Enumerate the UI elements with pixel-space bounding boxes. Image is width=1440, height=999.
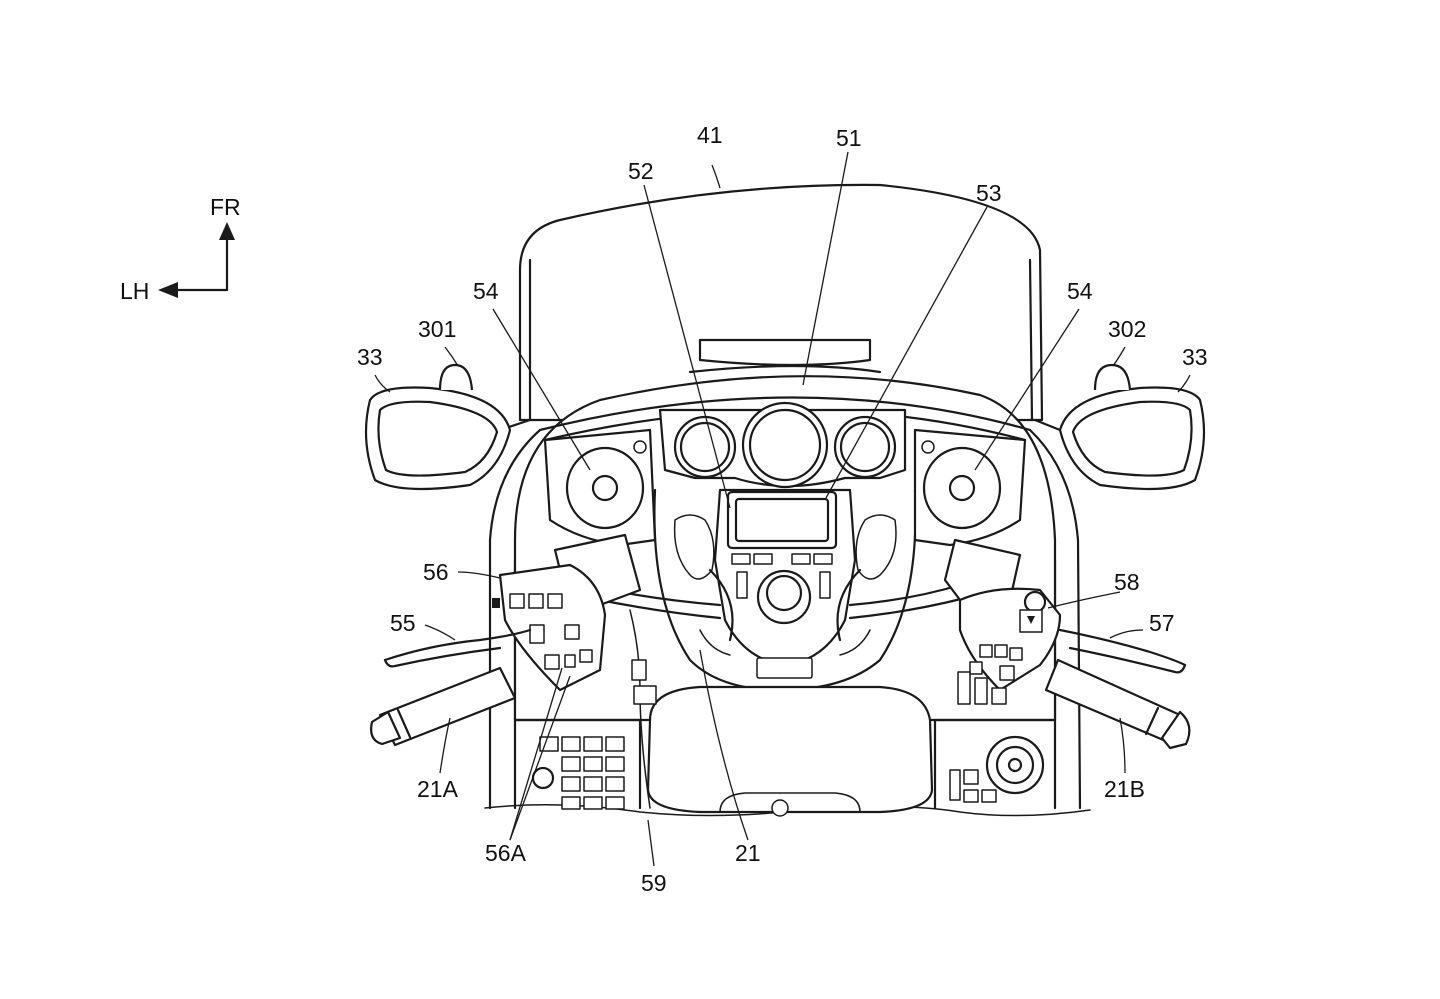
- front-label: FR: [210, 194, 241, 220]
- orientation-indicator: FR LH: [120, 194, 241, 304]
- center-pocket: [646, 685, 934, 817]
- left-lower-panel: [513, 718, 642, 810]
- left-label: LH: [120, 278, 149, 304]
- gauge-cluster: [658, 401, 907, 489]
- windscreen: [518, 183, 1044, 422]
- center-console: [713, 488, 857, 679]
- label-21B: 21B: [1104, 776, 1145, 802]
- mirror-right: [1033, 363, 1206, 491]
- left-lever: [383, 628, 532, 668]
- speaker-left: [543, 428, 657, 547]
- label-51: 51: [836, 125, 862, 151]
- label-301: 301: [418, 316, 456, 342]
- right-side-buttons: [957, 671, 1007, 705]
- label-302: 302: [1108, 316, 1146, 342]
- left-switch-box: [492, 533, 642, 692]
- label-58: 58: [1114, 569, 1140, 595]
- right-grip: [1044, 658, 1191, 750]
- label-54-right: 54: [1067, 278, 1093, 304]
- reference-labels: 41 51 52 53 54 54 301 302 33 33 56 58 55…: [357, 122, 1208, 896]
- label-53: 53: [976, 180, 1002, 206]
- handlebar: [598, 568, 967, 642]
- front-arrow-head: [219, 222, 235, 240]
- label-52: 52: [628, 158, 654, 184]
- label-54-left: 54: [473, 278, 499, 304]
- cable-59: [629, 609, 657, 809]
- label-56A: 56A: [485, 840, 527, 866]
- label-33-left: 33: [357, 344, 383, 370]
- label-55: 55: [390, 610, 416, 636]
- label-41: 41: [697, 122, 723, 148]
- mirror-left: [364, 363, 532, 491]
- label-33-right: 33: [1182, 344, 1208, 370]
- left-arrow-head: [158, 282, 178, 298]
- left-grip: [370, 666, 517, 747]
- leader-lines: [374, 151, 1191, 867]
- label-56: 56: [423, 559, 449, 585]
- label-57: 57: [1149, 610, 1175, 636]
- label-59: 59: [641, 870, 667, 896]
- label-21A: 21A: [417, 776, 459, 802]
- right-lever: [1058, 628, 1187, 674]
- right-switch-box: [943, 538, 1062, 692]
- speaker-right: [913, 428, 1027, 547]
- right-lower-panel: [933, 718, 1057, 810]
- label-21: 21: [735, 840, 761, 866]
